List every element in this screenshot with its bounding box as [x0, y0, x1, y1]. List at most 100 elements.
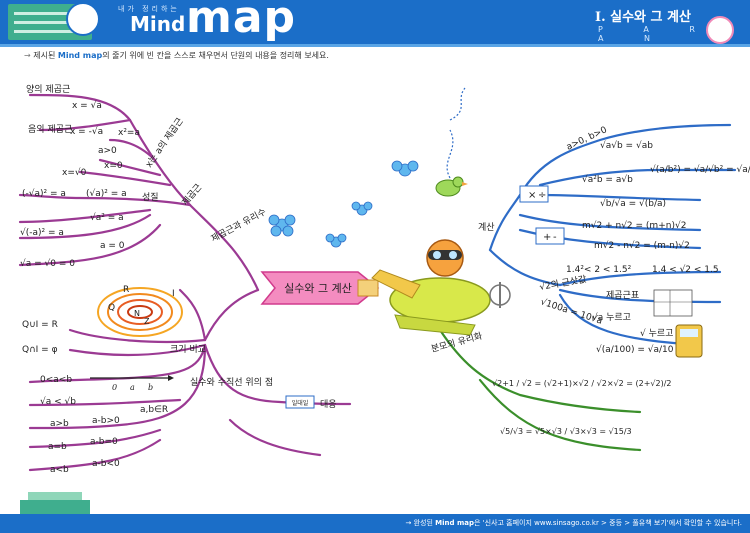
label-sqrt-ab: √a√b = √ab	[600, 140, 653, 151]
branch-x2a	[108, 138, 157, 162]
label-sqrt-a2: √a² = a	[90, 212, 124, 223]
label-a-gt-0: a>0	[98, 146, 117, 156]
logo-icon	[706, 16, 734, 44]
spiral-label: N	[134, 309, 140, 318]
op-plus: +	[543, 232, 551, 243]
branch-spiral	[178, 288, 207, 342]
center-label: 실수와 그 계산	[284, 282, 352, 295]
label-QUI: Q∪I = R	[22, 320, 58, 330]
footer-highlight: Mind map	[435, 519, 474, 527]
label-sqrt-table: 제곱근표	[606, 290, 639, 301]
label-root-rational: 제곱근과 유리수	[209, 206, 268, 244]
label-negative-root: 음의 제곱근	[28, 124, 72, 135]
label-calc: 계산	[478, 221, 495, 233]
label-rationalize-1: √2+1 / √2 = (√2+1)×√2 / √2×√2 = (2+√2)/2	[492, 379, 672, 388]
branch-numberline-2	[228, 418, 322, 457]
title-map: map	[186, 0, 297, 43]
numberline-tick: 0	[112, 383, 117, 392]
branch-sqrtab	[538, 168, 737, 187]
label-approx-sqrt: 1.4 < √2 < 1.5	[652, 264, 719, 275]
spiral-label: R	[123, 285, 129, 295]
trunk-compare	[203, 288, 260, 342]
footer-bar	[0, 514, 750, 533]
branch-prop-2	[18, 208, 152, 224]
character-face-icon	[66, 2, 100, 36]
label-a-gt-b: a>b	[50, 419, 69, 429]
label-a-lt-b: a<b	[50, 465, 69, 475]
label-x-sqrt-a: x = √a	[72, 100, 102, 111]
number-line	[90, 375, 174, 381]
title-mind: Mind	[130, 12, 186, 36]
airplane-icon	[371, 239, 511, 336]
label-sqrt-100a: √100a = 10√a	[539, 296, 604, 326]
numberline-tick: a	[130, 383, 135, 392]
branch-prop-3	[18, 213, 152, 240]
chapter-title: Ⅰ. 실수와 그 계산	[595, 10, 691, 25]
trunk-calc	[488, 193, 522, 252]
bird-icon	[435, 87, 468, 197]
branch-neg-root	[38, 118, 132, 132]
branch-a-lt-b	[28, 438, 162, 472]
label-ab-real: a,b∈R	[140, 405, 168, 415]
branch-a0	[98, 158, 162, 177]
label-x2a: x²=a	[118, 128, 140, 138]
header-decoration	[8, 2, 100, 40]
label-neg-sqrt-a-sq: (-√a)² = a	[22, 188, 66, 199]
label-press-sqrt: √ 누르고	[640, 328, 673, 339]
label-sqrt-a2b: √a²b = a√b	[582, 174, 633, 185]
label-positive-root: 양의 제곱근	[26, 84, 70, 95]
branch-sqrt-ab	[28, 398, 182, 407]
label-sqrt-a-lt-sqrt-b: √a < √b	[40, 396, 76, 407]
label-QNI: Q∩I = φ	[22, 345, 58, 355]
label-sub: m√2 - n√2 = (m-n)√2	[594, 240, 690, 251]
branch-numberline	[203, 343, 352, 406]
branch-prop-4	[18, 223, 162, 267]
footer-text: → 완성된 Mind map은 '신사고 홈페이지 www.sinsago.co…	[405, 519, 742, 527]
branch-rationalize-2	[478, 378, 642, 452]
branch-a-gt-b	[28, 343, 207, 430]
branch-QNI	[68, 343, 207, 357]
label-one-to-one: 일대일	[292, 399, 309, 407]
numberline-tick: b	[148, 383, 153, 392]
branch-property	[18, 193, 192, 207]
label-correspondence: 대응	[320, 399, 337, 410]
instruction-highlight: Mind map	[57, 51, 103, 60]
label-a-b-eq-0: a-b=0	[90, 437, 118, 447]
op-minus: -	[553, 232, 557, 243]
branch-approx-1	[558, 270, 722, 287]
footer-decoration	[20, 500, 90, 514]
label-rationalize-2: √5/√3 = √5×√3 / √3×√3 = √15/3	[500, 427, 632, 436]
header-bar	[0, 0, 750, 44]
label-x-sqrt0: x=√0	[62, 167, 87, 178]
label-x-0: x=0	[104, 161, 123, 171]
label-0ab: 0<a<b	[40, 375, 72, 385]
label-property: 성질	[142, 191, 159, 203]
label-a-b-gt-0: a-b>0	[92, 416, 120, 426]
branch-x0	[78, 170, 172, 187]
operation-box-plus-minus	[535, 227, 565, 245]
trunk-left-main	[188, 203, 260, 292]
tree-decoration	[28, 492, 82, 502]
spiral-label: Z	[144, 317, 150, 326]
spiral-label: Q	[108, 303, 115, 313]
instruction-text: → 제시된 Mind map의 줄기 위에 빈 칸을 스스로 채우면서 단원의 …	[24, 51, 329, 60]
spiral-label: I	[172, 289, 175, 299]
label-a-b-lt-0: a-b<0	[92, 459, 120, 469]
label-root: 제곱근	[180, 182, 204, 208]
label-x-neg-sqrt-a: x = -√a	[70, 126, 103, 137]
label-compare: 크기 비교	[170, 344, 206, 355]
label-a-eq-0: a = 0	[100, 241, 125, 251]
branch-add	[518, 213, 702, 232]
op-div: ÷	[538, 190, 546, 201]
header-kicker: 내가 정리하는	[118, 5, 180, 13]
branch-rationalize	[438, 328, 642, 414]
center-arrow: 실수와 그 계산	[260, 271, 380, 305]
header-stripe	[0, 44, 750, 47]
branch-fraction	[538, 193, 702, 202]
calculator-icon	[675, 324, 703, 358]
label-x-is-root: x는 a의 제곱근	[143, 116, 185, 170]
sqrt-table-icon	[653, 289, 693, 317]
label-real-point: 실수와 수직선 위의 점	[190, 376, 273, 388]
op-times: ×	[528, 190, 536, 201]
